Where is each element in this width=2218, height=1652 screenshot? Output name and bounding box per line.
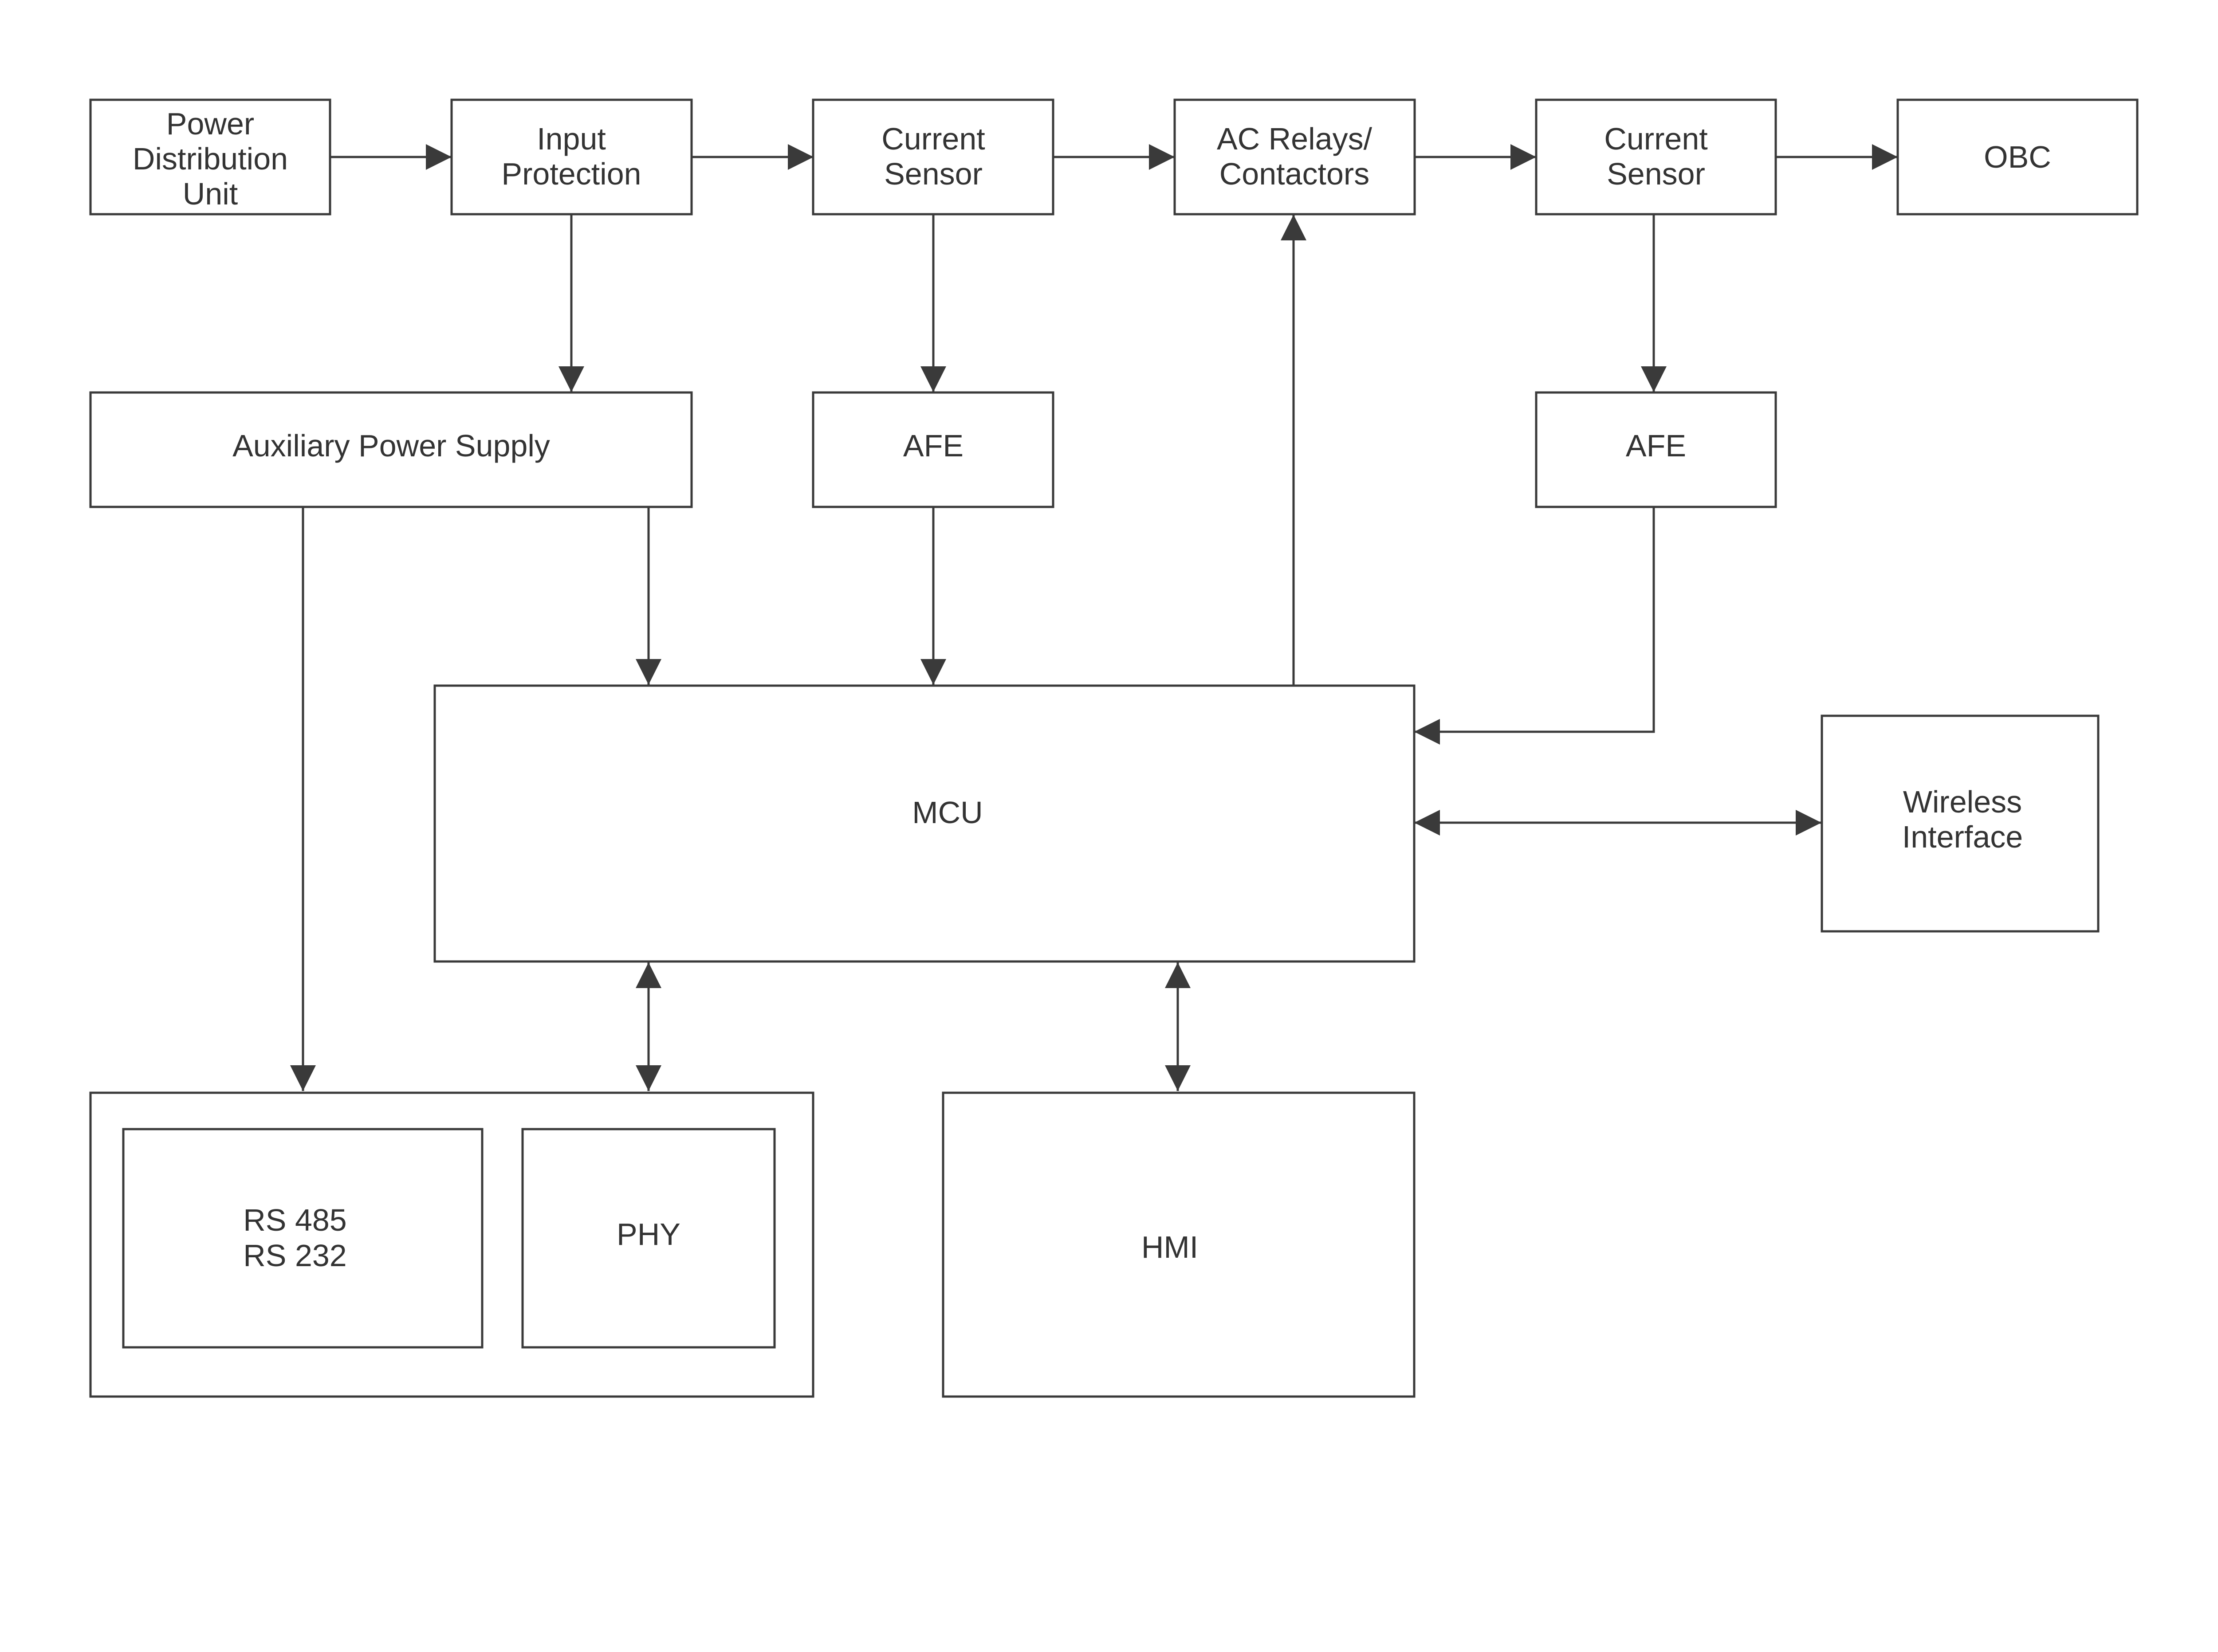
block-input-protection: Input Protection <box>450 98 693 216</box>
block-current-sensor-2-label-1: Current <box>1604 122 1707 156</box>
block-pdu-label-2: Distribution <box>133 141 288 176</box>
block-hmi: HMI <box>942 1091 1416 1398</box>
block-ac-relays-label-1: AC Relays/ <box>1217 122 1372 156</box>
block-obc: OBC <box>1896 98 2139 216</box>
block-wireless-label-2: Interface <box>1902 820 2023 854</box>
block-input-protection-label-1: Input <box>537 122 606 156</box>
connections <box>290 144 1898 1091</box>
block-current-sensor-1-label-2: Sensor <box>884 157 983 191</box>
arrow-afe-2-to-mcu <box>1414 507 1655 745</box>
block-ac-relays-label-2: Contactors <box>1219 157 1369 191</box>
block-wireless: Wireless Interface <box>1821 714 2100 933</box>
block-aux-power-label: Auxiliary Power Supply <box>232 428 550 463</box>
block-obc-label: OBC <box>1984 140 2051 174</box>
block-aux-power: Auxiliary Power Supply <box>89 391 693 508</box>
block-ac-relays: AC Relays/ Contactors <box>1173 98 1416 216</box>
block-rs-label-1: RS 485 <box>243 1203 346 1237</box>
block-afe-1-label: AFE <box>903 428 963 463</box>
block-phy-label: PHY <box>617 1217 680 1252</box>
block-pdu-label-3: Unit <box>183 177 238 211</box>
block-afe-2: AFE <box>1535 391 1777 508</box>
block-phy: PHY <box>521 1128 776 1349</box>
block-pdu-label-1: Power <box>166 106 254 141</box>
block-current-sensor-2: Current Sensor <box>1535 98 1777 216</box>
block-mcu-label: MCU <box>912 795 983 830</box>
block-afe-2-label: AFE <box>1626 428 1686 463</box>
block-input-protection-label-2: Protection <box>501 157 641 191</box>
block-hmi-label: HMI <box>1141 1230 1198 1264</box>
block-current-sensor-1: Current Sensor <box>812 98 1054 216</box>
block-afe-1: AFE <box>812 391 1054 508</box>
block-rs: RS 485 RS 232 <box>122 1128 484 1349</box>
block-mcu: MCU <box>433 684 1416 963</box>
block-wireless-label-1: Wireless <box>1903 785 2022 819</box>
block-rs-label-2: RS 232 <box>243 1238 346 1273</box>
block-current-sensor-2-label-2: Sensor <box>1607 157 1705 191</box>
block-current-sensor-1-label-1: Current <box>881 122 985 156</box>
block-pdu: Power Distribution Unit <box>89 98 331 216</box>
